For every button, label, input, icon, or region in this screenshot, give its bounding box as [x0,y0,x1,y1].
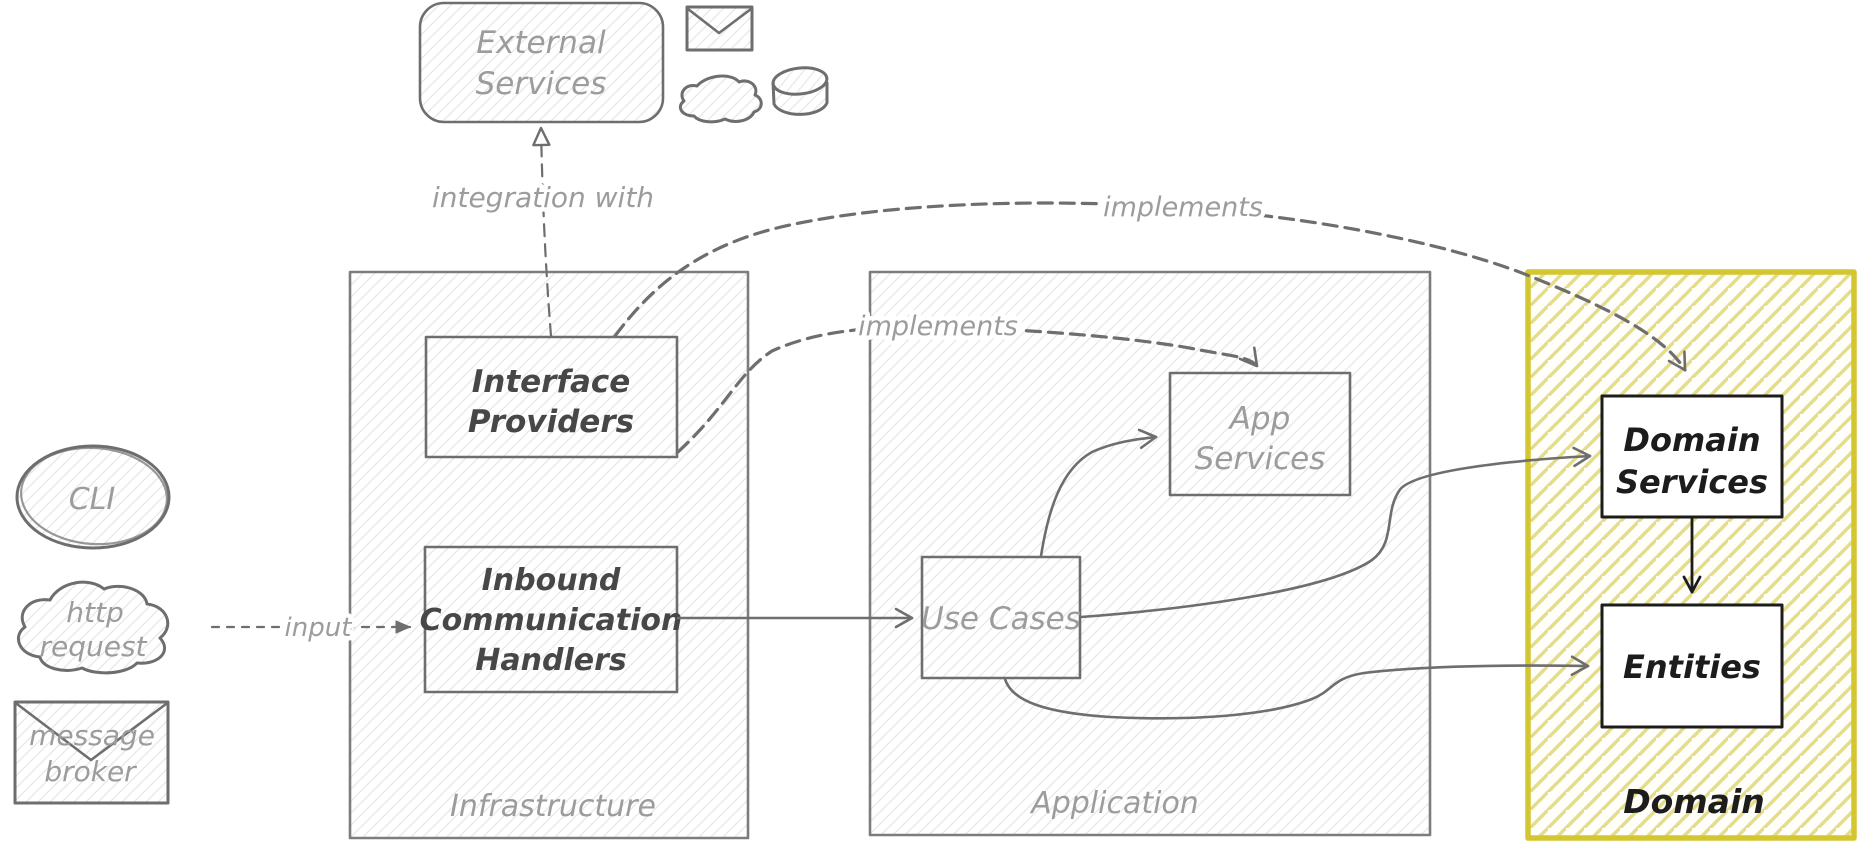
integration-with-arrow: integration with [427,126,659,338]
implements-domain-label: implements [1103,192,1263,223]
app-services-box: App Services [1168,371,1352,497]
cli-label: CLI [69,482,116,517]
input-label: input [285,613,353,643]
entities-label: Entities [1623,648,1761,686]
inbound-handlers-box: Inbound Communication Handlers [420,545,683,694]
external-services-box: External Services [418,1,665,124]
input-arrow: input [210,609,412,648]
integration-with-label: integration with [432,181,654,214]
inbound-handlers-label-line2: Communication [420,603,683,638]
envelope-icon [685,5,754,52]
cli-ellipse: CLI [15,444,171,550]
use-cases-to-domain-services-arrow [1079,446,1592,619]
external-services-label-line2: Services [476,66,607,102]
use-cases-box: Use Cases [920,555,1082,680]
application-label: Application [1029,786,1199,821]
domain-services-label-line2: Services [1616,463,1768,501]
app-services-label-line1: App [1228,401,1291,437]
implements-app-arrow: implements [676,307,1259,454]
http-request-label-line2: request [39,630,147,663]
database-icon [771,66,829,116]
domain-services-box: Domain Services [1600,394,1784,519]
inbound-handlers-label-line3: Handlers [475,643,626,678]
domain-label: Domain [1623,782,1765,821]
interface-providers-label-line1: Interface [472,364,631,400]
interface-providers-box: Interface Providers [424,335,679,459]
implements-domain-arrow: implements [613,188,1687,372]
application-container: Application [868,270,1432,837]
app-services-label-line2: Services [1195,441,1326,477]
use-cases-to-app-services-arrow [1039,428,1158,558]
http-request-cloud: http request [17,580,170,675]
message-broker-envelope: message broker [13,700,170,805]
entities-box: Entities [1600,603,1784,729]
infrastructure-label: Infrastructure [450,789,656,824]
http-request-label-line1: http [66,596,123,629]
domain-services-label-line1: Domain [1623,421,1760,459]
message-broker-label-line1: message [29,719,155,752]
interface-providers-label-line2: Providers [468,404,634,440]
external-services-label-line1: External [476,25,606,61]
inbound-handlers-label-line1: Inbound [482,563,621,598]
message-broker-label-line2: broker [44,755,137,788]
cloud-icon [678,74,763,124]
use-cases-to-entities-arrow [1003,655,1590,720]
implements-app-label: implements [858,311,1018,342]
use-cases-label: Use Cases [921,601,1081,637]
